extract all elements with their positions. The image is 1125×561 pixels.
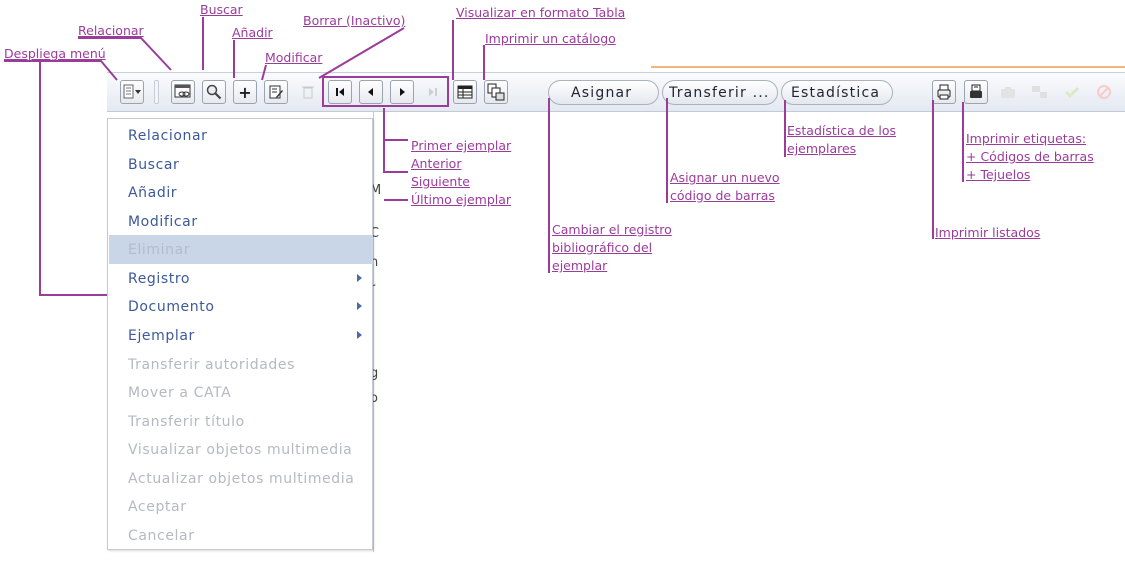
buscar-button[interactable] bbox=[202, 80, 226, 104]
annotation-anterior: Anterior bbox=[411, 156, 462, 171]
print-labels-icon bbox=[970, 84, 982, 98]
annotation-asignar-codigo: código de barras bbox=[670, 188, 775, 203]
accent-line bbox=[651, 66, 1125, 68]
accept-button[interactable] bbox=[1060, 80, 1084, 104]
asignar-button[interactable]: Asignar bbox=[548, 80, 659, 105]
menu-item-modificar[interactable]: Modificar bbox=[128, 213, 198, 230]
asignar-label: Asignar bbox=[571, 84, 633, 101]
reply-icon bbox=[1032, 86, 1047, 98]
annotation-imprimir-etiquetas: Imprimir etiquetas: bbox=[966, 131, 1087, 146]
menu-item-relacionar[interactable]: Relacionar bbox=[128, 127, 208, 144]
underlying-panel-border bbox=[373, 112, 377, 552]
plus-icon: + bbox=[238, 82, 252, 102]
menu-list-icon bbox=[123, 84, 141, 99]
annotation-modificar: Modificar bbox=[265, 50, 323, 65]
annotation-relacionar: Relacionar bbox=[78, 23, 144, 38]
underlying-text: g bbox=[370, 366, 379, 381]
dropdown-menu: Relacionar Buscar Añadir Modificar Elimi… bbox=[107, 118, 373, 550]
menu-item-cancelar[interactable]: Cancelar bbox=[128, 527, 195, 544]
modificar-button[interactable] bbox=[264, 80, 288, 104]
menu-item-transferir-titulo[interactable]: Transferir título bbox=[128, 413, 245, 430]
print-list-icon bbox=[937, 84, 951, 100]
menu-item-buscar[interactable]: Buscar bbox=[128, 156, 180, 173]
annotation-cambiar-registro: Cambiar el registro bbox=[552, 222, 672, 237]
last-record-button[interactable] bbox=[421, 80, 445, 104]
anadir-button[interactable]: + bbox=[233, 80, 257, 104]
annotation-estadistica: Estadística de los bbox=[787, 123, 897, 138]
camera-button[interactable] bbox=[996, 80, 1020, 104]
cancel-icon bbox=[1097, 85, 1111, 99]
edit-icon bbox=[269, 85, 283, 99]
search-icon bbox=[206, 84, 222, 100]
annotation-cambiar-registro: ejemplar bbox=[552, 258, 608, 273]
menu-button[interactable] bbox=[120, 80, 144, 104]
menu-item-actualizar-multimedia[interactable]: Actualizar objetos multimedia bbox=[128, 470, 355, 487]
reply-button[interactable] bbox=[1028, 80, 1052, 104]
underlying-text: M bbox=[370, 183, 382, 198]
camera-icon bbox=[1001, 87, 1015, 98]
last-icon bbox=[429, 88, 437, 96]
menu-item-documento[interactable]: Documento bbox=[109, 292, 373, 321]
menu-item-registro[interactable]: Registro bbox=[109, 264, 373, 293]
annotation-primer-ejemplar: Primer ejemplar bbox=[411, 138, 512, 153]
annotation-asignar-codigo: Asignar un nuevo bbox=[670, 170, 780, 185]
table-icon bbox=[457, 85, 473, 99]
next-button[interactable] bbox=[390, 80, 414, 104]
menu-item-ejemplar[interactable]: Ejemplar bbox=[109, 321, 373, 350]
annotation-visualizar-tabla: Visualizar en formato Tabla bbox=[456, 5, 626, 20]
relacionar-button[interactable] bbox=[171, 80, 195, 104]
menu-item-mover-cata[interactable]: Mover a CATA bbox=[128, 384, 232, 401]
menu-item-visualizar-multimedia[interactable]: Visualizar objetos multimedia bbox=[128, 441, 353, 458]
annotation-ultimo-ejemplar: Último ejemplar bbox=[411, 192, 512, 207]
submenu-arrow-icon bbox=[357, 302, 362, 310]
annotation-siguiente: Siguiente bbox=[411, 174, 470, 189]
next-icon bbox=[400, 88, 405, 96]
submenu-arrow-icon bbox=[357, 331, 362, 339]
menu-item-eliminar[interactable]: Eliminar bbox=[109, 235, 373, 264]
transferir-label: Transferir ... bbox=[669, 84, 770, 101]
transferir-button[interactable]: Transferir ... bbox=[662, 80, 778, 105]
previous-button[interactable] bbox=[359, 80, 383, 104]
annotation-estadistica: ejemplares bbox=[787, 141, 857, 156]
underlying-text: o bbox=[370, 391, 378, 406]
annotation-imprimir-listados: Imprimir listados bbox=[935, 225, 1041, 240]
annotation-anadir: Añadir bbox=[232, 25, 273, 40]
cancel-button[interactable] bbox=[1092, 80, 1116, 104]
menu-item-aceptar[interactable]: Aceptar bbox=[128, 498, 187, 515]
window-link-icon bbox=[174, 84, 191, 98]
catalog-print-icon bbox=[487, 83, 505, 101]
toolbar-separator bbox=[154, 80, 159, 104]
trash-icon bbox=[302, 86, 314, 99]
menu-item-transferir-autoridades[interactable]: Transferir autoridades bbox=[128, 356, 296, 373]
menu-item-anadir[interactable]: Añadir bbox=[128, 184, 178, 201]
table-view-button[interactable] bbox=[453, 80, 477, 104]
submenu-arrow-icon bbox=[357, 274, 362, 282]
first-icon bbox=[336, 88, 344, 96]
check-icon bbox=[1064, 86, 1080, 99]
annotation-buscar: Buscar bbox=[200, 2, 243, 17]
estadistica-label: Estadística bbox=[791, 84, 881, 101]
annotation-imprimir-etiquetas: + Códigos de barras bbox=[966, 149, 1094, 164]
underlying-text: n bbox=[370, 255, 379, 270]
annotation-borrar: Borrar (Inactivo) bbox=[303, 13, 406, 28]
print-labels-button[interactable] bbox=[964, 80, 988, 104]
underlying-text: C bbox=[370, 226, 380, 241]
estadistica-button[interactable]: Estadística bbox=[781, 80, 893, 105]
borrar-button[interactable] bbox=[296, 80, 320, 104]
print-list-button[interactable] bbox=[932, 80, 956, 104]
first-record-button[interactable] bbox=[328, 80, 352, 104]
annotation-imprimir-catalogo: Imprimir un catálogo bbox=[485, 31, 616, 46]
previous-icon bbox=[368, 88, 373, 96]
annotation-cambiar-registro: bibliográfico del bbox=[552, 240, 653, 255]
annotation-despliega-menu: Despliega menú bbox=[4, 46, 106, 61]
annotation-imprimir-etiquetas: + Tejuelos bbox=[966, 167, 1031, 182]
print-catalog-button[interactable] bbox=[484, 80, 508, 104]
